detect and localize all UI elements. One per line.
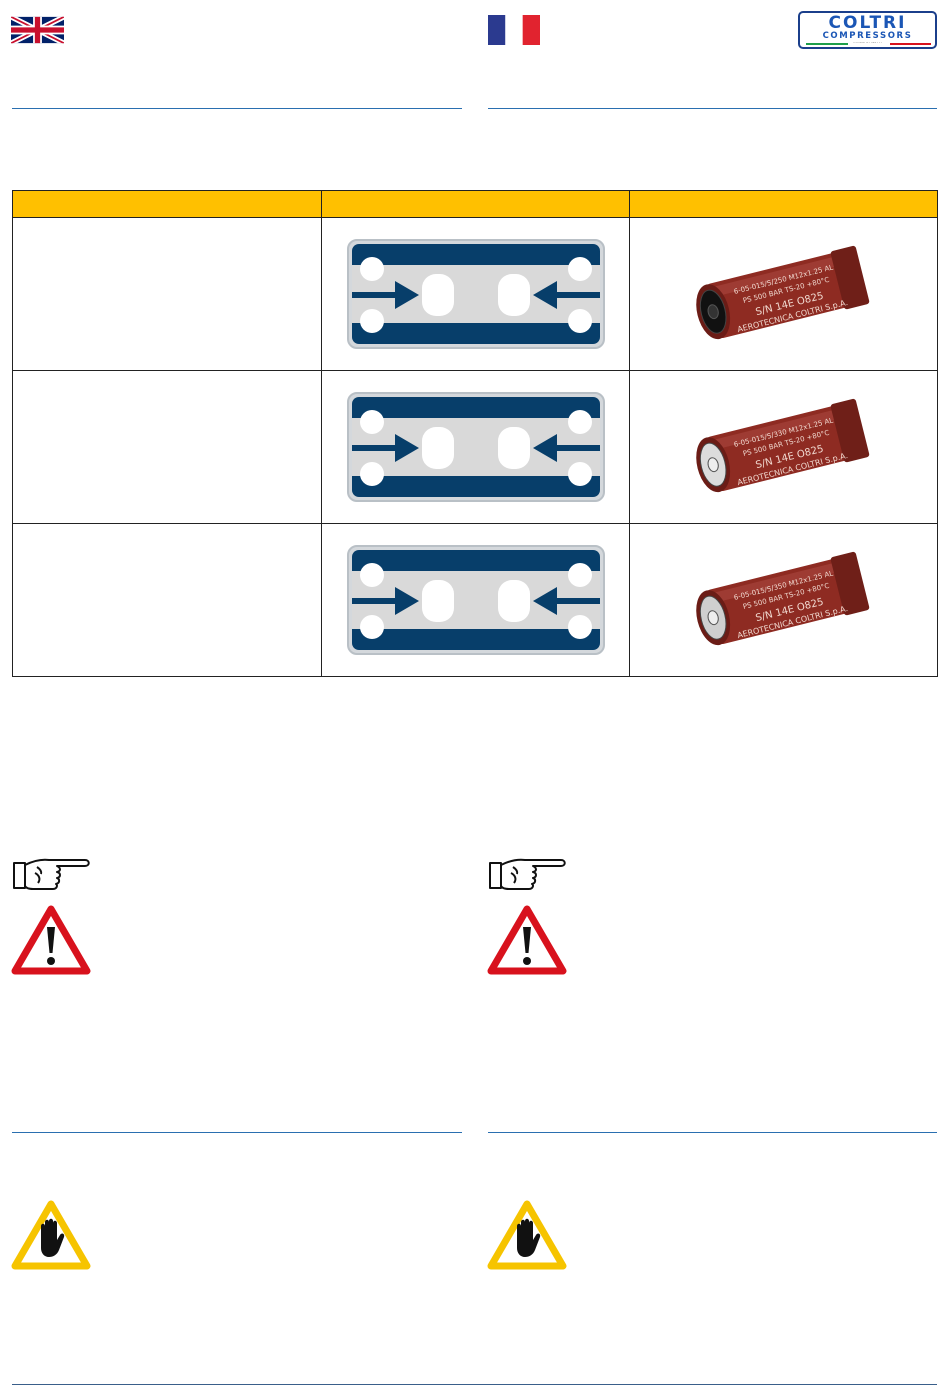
valve-diagram-cell [321,370,630,524]
valve-orientation-diagram [346,392,605,502]
section-rule-left [12,108,462,109]
stop-hand-warning-icon [11,1200,91,1270]
logo-name: COLTRI [828,13,907,33]
section-rule-right-2 [488,1132,937,1133]
stop-hand-warning-icon [487,1200,567,1270]
danger-triangle-icon [487,905,567,975]
table-header-description [12,190,322,218]
valve-diagram-cell [321,217,630,371]
pointing-hand-icon [489,858,566,890]
danger-triangle-icon [11,905,91,975]
france-flag-icon [488,15,540,45]
row-description [12,370,322,524]
footer-rule [12,1384,937,1385]
row-description [12,217,322,371]
logo-subtitle: COMPRESSORS [822,31,913,41]
uk-flag-icon [11,16,64,44]
table-header-diagram [321,190,630,218]
valve-orientation-diagram [346,545,605,655]
valve-diagram-cell [321,523,630,677]
pointing-hand-icon [13,858,90,890]
row-description [12,523,322,677]
section-rule-left-2 [12,1132,462,1133]
section-rule-right [488,108,937,109]
valve-orientation-diagram [346,239,605,349]
coltri-logo: COLTRI COMPRESSORS MADE IN ITALY [798,11,937,49]
table-header-valve [629,190,938,218]
